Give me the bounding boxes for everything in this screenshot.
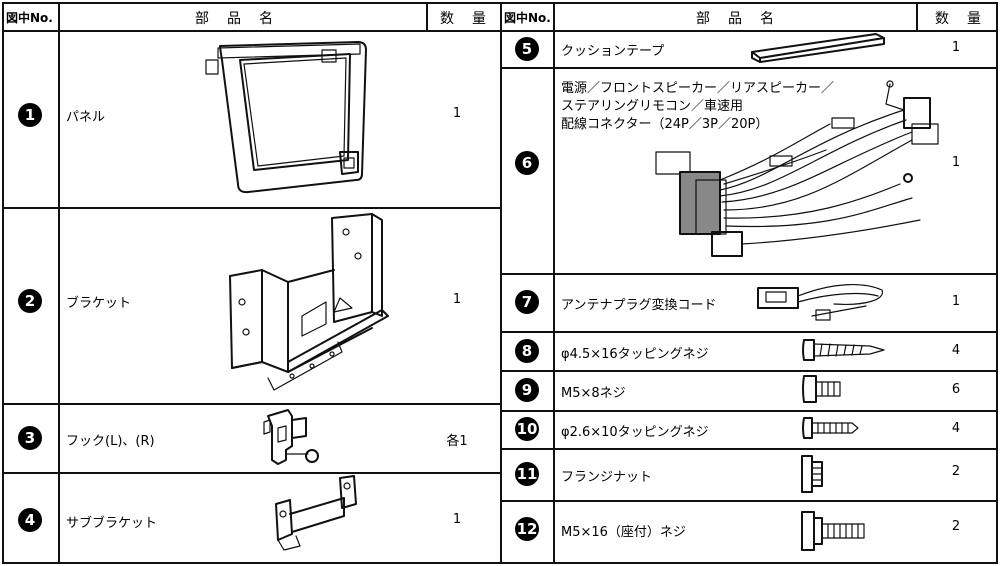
item-name: フック(L)、(R) xyxy=(66,434,155,449)
left-header-no: 図中No. xyxy=(6,11,53,25)
right-row-line xyxy=(500,410,998,412)
left-col-divider-no xyxy=(58,2,60,564)
item-number-badge: 9 xyxy=(515,378,539,402)
item-number-badge: 10 xyxy=(515,417,539,441)
right-row-line xyxy=(500,331,998,333)
item-quantity: 2 xyxy=(951,519,961,534)
item-name: 電源／フロントスピーカー／リアスピーカー／ ステアリングリモコン／車速用 配線コ… xyxy=(561,81,835,132)
left-row-line xyxy=(2,403,502,405)
item-number-badge: 7 xyxy=(515,290,539,314)
small-tapping-screw-icon xyxy=(802,417,859,439)
item-number-badge: 5 xyxy=(515,37,539,61)
right-row-line xyxy=(500,448,998,450)
item-number-badge: 8 xyxy=(515,339,539,363)
left-header-name: 部 品 名 xyxy=(195,11,275,27)
right-header-no: 図中No. xyxy=(504,11,551,25)
item-name: ブラケット xyxy=(66,296,132,311)
hook-icon xyxy=(263,409,319,465)
bracket-icon xyxy=(229,213,389,391)
washer-screw-icon xyxy=(801,511,865,551)
right-header-line xyxy=(500,30,998,32)
panel-icon xyxy=(205,41,367,194)
item-name: φ2.6×10タッピングネジ xyxy=(561,425,709,440)
tapping-screw-icon xyxy=(802,339,885,361)
right-row-line xyxy=(500,370,998,372)
item-name: M5×16（座付）ネジ xyxy=(561,525,686,540)
item-quantity: 各1 xyxy=(446,434,468,449)
right-col-divider-qty xyxy=(916,2,918,32)
item-name: フランジナット xyxy=(561,470,653,485)
center-divider xyxy=(500,2,502,564)
item-name: アンテナプラグ変換コード xyxy=(561,298,717,313)
table-border-left xyxy=(2,2,4,564)
cushion-tape-icon xyxy=(751,33,885,63)
item-quantity: 2 xyxy=(951,464,961,479)
right-col-divider-no xyxy=(553,2,555,564)
right-row-line xyxy=(500,67,998,69)
item-quantity: 4 xyxy=(951,343,961,358)
left-header-qty: 数 量 xyxy=(440,11,488,27)
flange-nut-icon xyxy=(801,455,823,493)
wiring-connector-icon xyxy=(655,80,939,257)
item-name: サブブラケット xyxy=(66,516,158,531)
item-quantity: 1 xyxy=(951,40,961,55)
item-quantity: 4 xyxy=(951,421,961,436)
right-header-name: 部 品 名 xyxy=(696,11,776,27)
item-quantity: 1 xyxy=(951,155,961,170)
item-quantity: 1 xyxy=(452,512,462,527)
item-quantity: 1 xyxy=(452,292,462,307)
antenna-cord-icon xyxy=(757,284,883,321)
left-col-divider-qty xyxy=(426,2,428,32)
screw-icon xyxy=(802,375,841,403)
item-number-badge: 1 xyxy=(18,103,42,127)
item-quantity: 1 xyxy=(452,106,462,121)
item-number-badge: 3 xyxy=(18,426,42,450)
item-name: パネル xyxy=(66,110,106,125)
item-name: クッションテープ xyxy=(561,44,665,59)
item-name: M5×8ネジ xyxy=(561,386,626,401)
right-row-line xyxy=(500,273,998,275)
item-number-badge: 11 xyxy=(515,462,539,486)
item-number-badge: 6 xyxy=(515,151,539,175)
item-number-badge: 2 xyxy=(18,289,42,313)
item-number-badge: 12 xyxy=(515,517,539,541)
sub-bracket-icon xyxy=(275,475,357,551)
table-border-right xyxy=(996,2,998,564)
right-row-line xyxy=(500,500,998,502)
left-row-line xyxy=(2,472,502,474)
item-quantity: 1 xyxy=(951,294,961,309)
right-header-qty: 数 量 xyxy=(935,11,983,27)
item-quantity: 6 xyxy=(951,382,961,397)
left-header-line xyxy=(2,30,502,32)
item-name: φ4.5×16タッピングネジ xyxy=(561,347,709,362)
item-number-badge: 4 xyxy=(18,508,42,532)
left-row-line xyxy=(2,207,502,209)
